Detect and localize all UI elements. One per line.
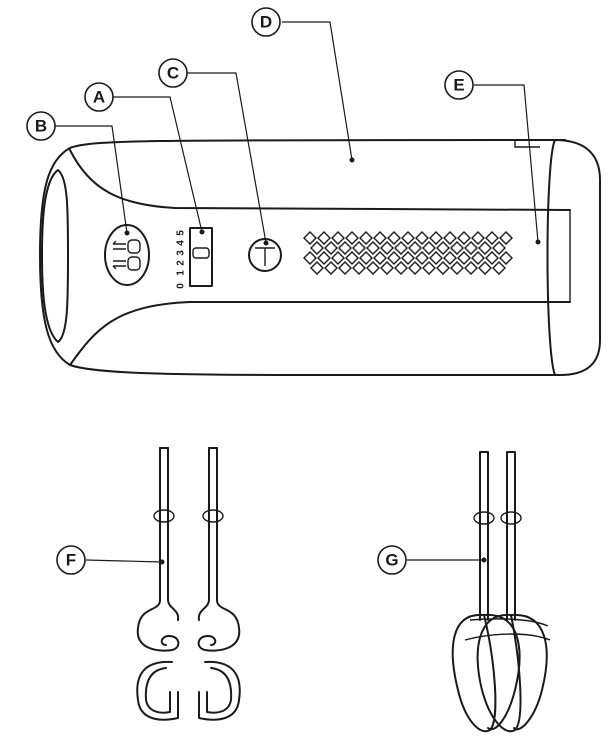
vent-slot: [429, 231, 443, 245]
vent-slot: [310, 261, 324, 275]
vent-slot: [422, 241, 436, 255]
vent-slot: [471, 231, 485, 245]
vent-slot: [436, 241, 450, 255]
beaters: [136, 447, 241, 721]
vent-slot: [471, 251, 485, 265]
vent-slot: [303, 251, 317, 265]
vent-slot: [387, 231, 401, 245]
vent-slot: [331, 231, 345, 245]
vent-slot: [464, 241, 478, 255]
vent-slot: [450, 261, 464, 275]
callout-b-label: B: [35, 117, 47, 136]
vent-slot: [408, 261, 422, 275]
callout-g: G: [377, 545, 407, 575]
speed-scale-1: 1: [176, 270, 187, 276]
vent-slot: [338, 261, 352, 275]
callout-b: B: [26, 111, 56, 141]
vent-slot: [429, 251, 443, 265]
speed-scale-0: 0: [176, 283, 187, 289]
vent-slot: [366, 241, 380, 255]
callout-g-label: G: [385, 551, 398, 570]
callout-d-label: D: [260, 13, 272, 32]
leader-lines: [55, 21, 541, 565]
vent-slot: [338, 241, 352, 255]
callout-a: A: [84, 82, 114, 112]
vent-slot: [324, 241, 338, 255]
vent-slot: [499, 231, 513, 245]
vent-slot: [457, 251, 471, 265]
vent-slot: [401, 251, 415, 265]
vent-slot: [485, 251, 499, 265]
vent-slot: [464, 261, 478, 275]
callout-a-label: A: [93, 88, 105, 107]
vent-slot: [345, 231, 359, 245]
vent-slot: [380, 261, 394, 275]
vent-slot: [492, 241, 506, 255]
vent-slot: [317, 251, 331, 265]
vent-slot: [331, 251, 345, 265]
speed-scale-5: 5: [176, 230, 187, 236]
callout-e: E: [444, 70, 474, 100]
speed-scale-3: 3: [176, 250, 187, 256]
callout-f: F: [56, 545, 86, 575]
speed-scale-4: 4: [176, 240, 187, 246]
vent-slot: [373, 251, 387, 265]
vent-slot: [394, 261, 408, 275]
callout-d: D: [251, 7, 281, 37]
vent-slot: [324, 261, 338, 275]
eject-beater-icon: [112, 239, 141, 271]
vent-slot: [450, 241, 464, 255]
vent-slot: [359, 231, 373, 245]
vent-slot: [499, 251, 513, 265]
mixer-body: [39, 139, 601, 376]
vent-slot: [478, 241, 492, 255]
vent-slot: [443, 251, 457, 265]
vent-slot: [366, 261, 380, 275]
dough-hooks: [451, 451, 551, 733]
speed-scale-2: 2: [176, 260, 187, 266]
vent-slot: [303, 231, 317, 245]
callout-c: C: [158, 58, 188, 88]
vent-slot: [352, 241, 366, 255]
speed-switch: 0 1 2 3 4 5: [176, 227, 213, 289]
vent-slot: [359, 251, 373, 265]
callout-f-label: F: [66, 551, 76, 570]
beater-eject-button: [104, 224, 150, 286]
vent-slot: [352, 261, 366, 275]
vent-slot: [457, 231, 471, 245]
vent-slot: [310, 241, 324, 255]
vent-slot: [373, 231, 387, 245]
ventilation-grille: [303, 231, 513, 275]
vent-slot: [401, 231, 415, 245]
vent-slot: [380, 241, 394, 255]
callout-e-label: E: [453, 76, 464, 95]
vent-slot: [443, 231, 457, 245]
vent-slot: [387, 251, 401, 265]
vent-slot: [422, 261, 436, 275]
vent-slot: [415, 231, 429, 245]
vent-slot: [492, 261, 506, 275]
vent-slot: [408, 241, 422, 255]
callout-c-label: C: [167, 64, 179, 83]
vent-slot: [478, 261, 492, 275]
vent-slot: [394, 241, 408, 255]
vent-slot: [485, 231, 499, 245]
vent-slot: [436, 261, 450, 275]
vent-slot: [415, 251, 429, 265]
vent-slot: [345, 251, 359, 265]
vent-slot: [317, 231, 331, 245]
